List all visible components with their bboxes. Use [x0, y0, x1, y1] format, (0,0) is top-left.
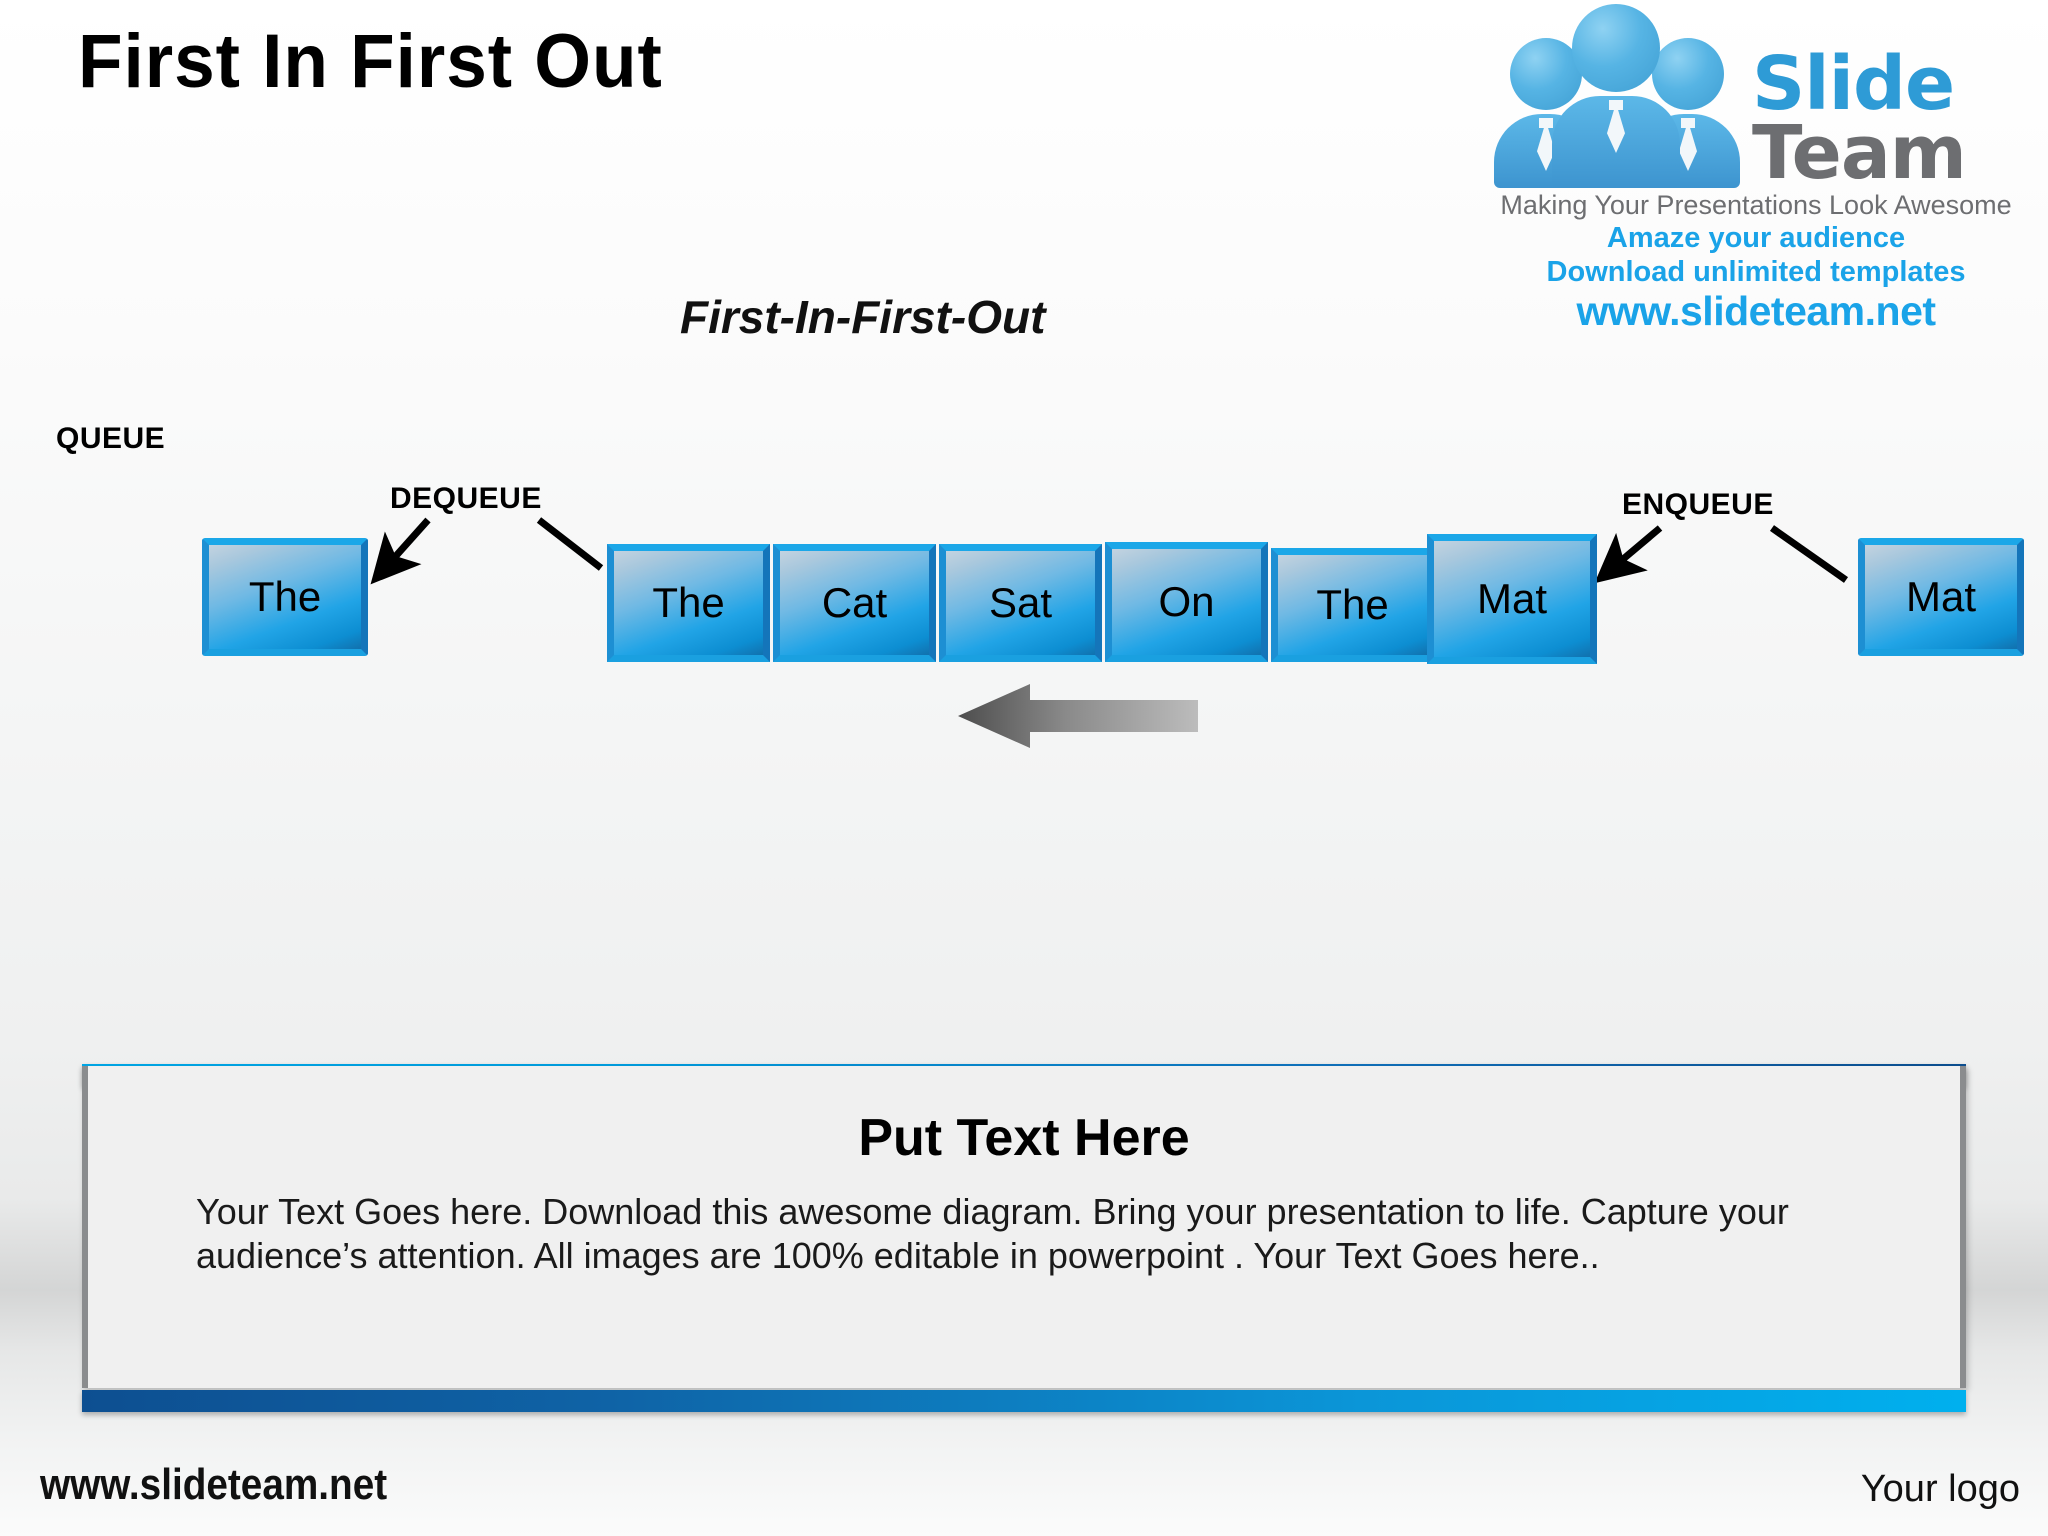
person-head — [1572, 4, 1660, 92]
person-center-icon — [1552, 4, 1680, 188]
enqueue-out-line — [1769, 525, 1849, 583]
enqueue-box[interactable]: Mat — [1858, 538, 2024, 656]
queue-box-2[interactable]: Cat — [773, 544, 936, 662]
footer-logo-placeholder: Your logo — [1860, 1468, 2020, 1510]
enqueue-in-arrow — [1594, 525, 1663, 584]
dequeue-label: DEQUEUE — [390, 482, 542, 515]
logo-brand-slide: Slide — [1752, 40, 1955, 127]
three-people-icon — [1486, 4, 1746, 188]
panel-bottom-bar — [82, 1390, 1966, 1412]
footer-website[interactable]: www.slideteam.net — [40, 1460, 388, 1509]
queue-box-3[interactable]: Sat — [939, 544, 1102, 662]
diagram-subtitle: First-In-First-Out — [680, 291, 1046, 343]
queue-box-5[interactable]: The — [1271, 548, 1434, 662]
logo-top-row: Slide Team — [1486, 4, 2026, 196]
flow-direction-arrow — [958, 684, 1198, 748]
person-head — [1652, 38, 1724, 110]
logo-promo-line-1: Amaze your audience — [1606, 222, 1906, 254]
queue-label: QUEUE — [56, 422, 166, 455]
queue-box-4[interactable]: On — [1105, 542, 1268, 662]
text-panel: Put Text Here Your Text Goes here. Downl… — [82, 1066, 1966, 1388]
page-title: First In First Out — [78, 19, 663, 104]
dequeue-out-arrow — [370, 517, 431, 585]
panel-body-text: Your Text Goes here. Download this aweso… — [196, 1191, 1789, 1276]
queue-box-1[interactable]: The — [607, 544, 770, 662]
person-head — [1510, 38, 1582, 110]
enqueue-label: ENQUEUE — [1622, 488, 1774, 521]
logo-brand-team: Team — [1752, 109, 1967, 196]
logo-tagline: Making Your Presentations Look Awesome — [1500, 190, 2012, 220]
panel-heading: Put Text Here — [858, 1109, 1190, 1167]
queue-box-6[interactable]: Mat — [1427, 534, 1597, 664]
logo-wordmark: Slide Team — [1746, 40, 2026, 196]
person-body — [1552, 96, 1680, 188]
dequeue-in-line — [536, 517, 604, 571]
slideteam-logo: Slide Team Making Your Presentations Loo… — [1486, 4, 2026, 335]
logo-website-url[interactable]: www.slideteam.net — [1576, 288, 1936, 335]
logo-promo-line-2: Download unlimited templates — [1546, 256, 1966, 289]
dequeued-box[interactable]: The — [202, 538, 368, 656]
